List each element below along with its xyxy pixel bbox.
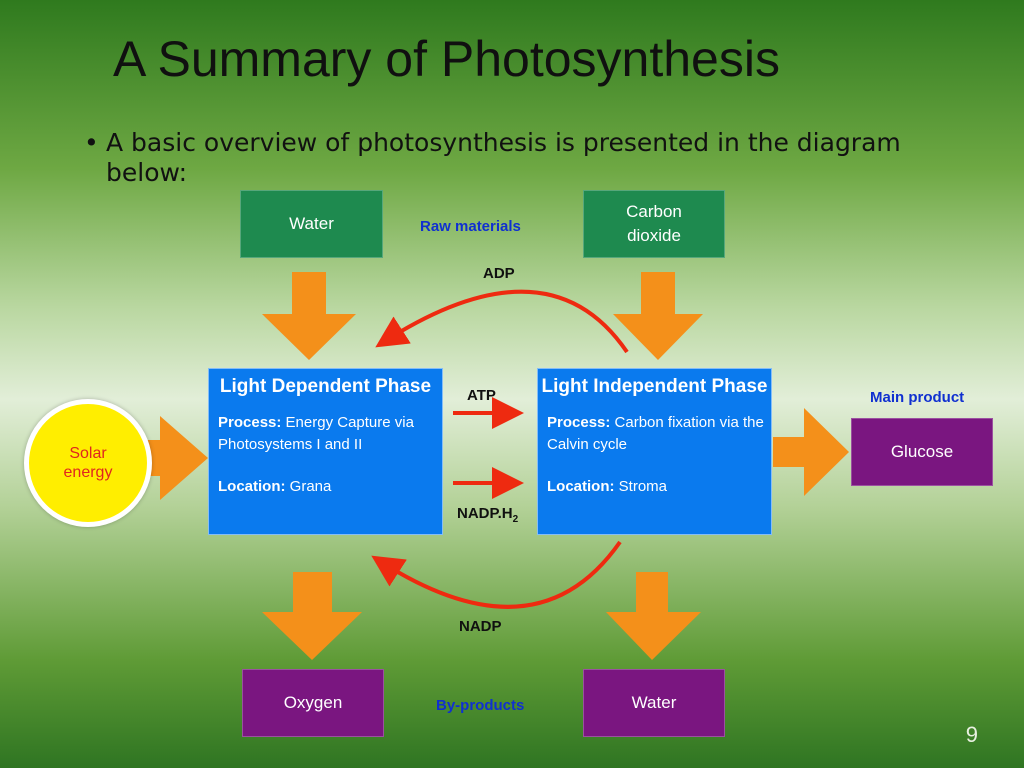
glucose-box: Glucose: [851, 418, 993, 486]
light-independent-process-label: Process:: [547, 414, 611, 431]
bullet-point: • A basic overview of photosynthesis is …: [84, 128, 984, 188]
solar-energy-sun: Solar energy: [24, 399, 152, 527]
glucose-label: Glucose: [890, 442, 954, 461]
arrow-water-down: [262, 272, 356, 360]
main-product-label: Main product: [870, 389, 965, 406]
nadp-label: NADP: [459, 618, 502, 635]
light-dependent-title: Light Dependent Phase: [219, 376, 432, 397]
carbon-dioxide-box: Carbon dioxide: [583, 190, 725, 258]
light-independent-process-text: Carbon fixation via the Calvin cycle: [547, 414, 764, 453]
adp-label: ADP: [483, 265, 515, 282]
arrow-oxygen-down: [262, 572, 362, 660]
light-dependent-location-text: Grana: [289, 478, 332, 495]
bullet-text: A basic overview of photosynthesis is pr…: [106, 128, 901, 187]
solar-energy-label: Solar energy: [63, 445, 113, 481]
arrow-water-out-down: [606, 572, 701, 660]
light-dependent-process: Process: Energy Capture via Photosystems…: [209, 412, 442, 456]
water-output-box: Water: [583, 669, 725, 737]
water-input-box: Water: [240, 190, 383, 258]
light-independent-location-label: Location:: [547, 478, 615, 495]
light-independent-process: Process: Carbon fixation via the Calvin …: [538, 412, 771, 456]
bullet-dot-icon: •: [84, 128, 99, 157]
light-independent-phase-box: Light Independent Phase Process: Carbon …: [537, 368, 772, 535]
arrow-co2-down: [613, 272, 703, 360]
light-dependent-phase-box: Light Dependent Phase Process: Energy Ca…: [208, 368, 443, 535]
page-number: 9: [965, 722, 978, 747]
arrow-solar-right: [145, 416, 208, 500]
water-input-label: Water: [289, 214, 334, 233]
slide-title: A Summary of Photosynthesis: [113, 31, 780, 87]
water-output-label: Water: [631, 693, 677, 712]
light-dependent-process-text: Energy Capture via Photosystems I and II: [218, 414, 414, 453]
arrow-glucose-right: [773, 408, 849, 496]
arrow-nadp-cycle: [371, 540, 622, 609]
byproducts-label: By-products: [436, 697, 525, 714]
atp-label: ATP: [467, 387, 496, 404]
raw-materials-label: Raw materials: [420, 218, 521, 235]
light-dependent-location: Location: Grana: [209, 476, 442, 498]
nadph-label: NADP.H2: [457, 505, 518, 525]
light-dependent-location-label: Location:: [218, 478, 286, 495]
light-independent-location: Location: Stroma: [538, 476, 771, 498]
oxygen-box: Oxygen: [242, 669, 384, 737]
carbon-dioxide-label: Carbon dioxide: [626, 202, 682, 245]
light-independent-title: Light Independent Phase: [541, 376, 768, 397]
arrow-adp-cycle: [375, 289, 629, 354]
light-dependent-process-label: Process:: [218, 414, 282, 431]
nadph-label-base: NADP.H: [457, 505, 513, 522]
oxygen-label: Oxygen: [283, 693, 343, 712]
light-independent-location-text: Stroma: [618, 478, 668, 495]
nadph-label-subscript: 2: [512, 514, 519, 525]
